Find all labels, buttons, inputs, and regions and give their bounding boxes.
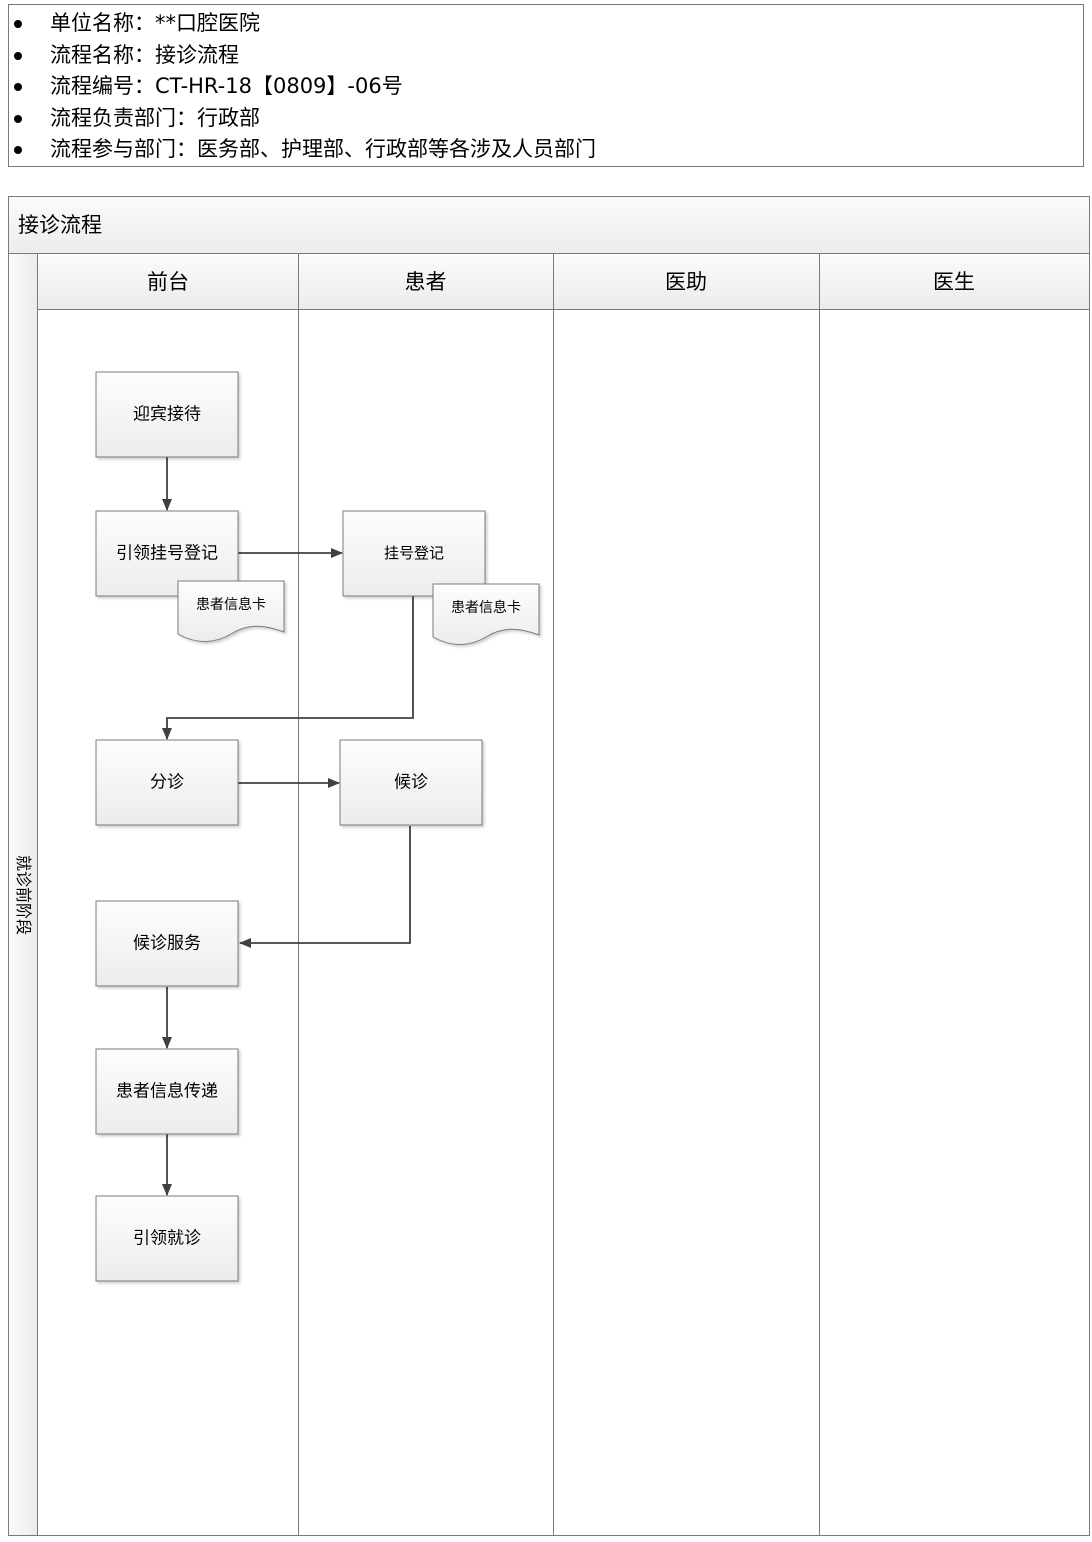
flow-arrow — [162, 596, 414, 740]
bullet-icon — [14, 83, 22, 92]
process-box-label: 迎宾接待 — [133, 405, 201, 425]
process-box-welcome: 迎宾接待 — [95, 371, 239, 458]
process-box-guide-visit: 引领就诊 — [95, 1195, 239, 1282]
document-patient-card-patient: 患者信息卡 — [432, 583, 540, 645]
info-unit-name: 单位名称：**口腔医院 — [9, 8, 596, 40]
process-box-label: 候诊服务 — [133, 934, 201, 954]
process-box-label: 患者信息传递 — [116, 1082, 218, 1102]
process-info-list: 单位名称：**口腔医院 流程名称：接诊流程 流程编号：CT-HR-18【0809… — [9, 8, 596, 166]
info-text: 单位名称：**口腔医院 — [50, 11, 260, 35]
swimlane-diagram: 接诊流程 就诊前阶段 前台 患者 医助 医生 — [8, 196, 1090, 1536]
process-box-triage: 分诊 — [95, 739, 239, 826]
lane-divider — [819, 254, 820, 1535]
document-label: 患者信息卡 — [451, 599, 521, 616]
lane-divider — [553, 254, 554, 1535]
process-box-label: 引领挂号登记 — [116, 544, 218, 564]
process-title-bar: 接诊流程 — [9, 197, 1089, 254]
process-box-wait-service: 候诊服务 — [95, 900, 239, 987]
bullet-icon — [14, 51, 22, 60]
lane-header-doctor: 医生 — [819, 254, 1089, 310]
bullet-icon — [14, 146, 22, 155]
info-text: 流程名称：接诊流程 — [50, 42, 239, 67]
process-title: 接诊流程 — [18, 213, 102, 237]
bullet-icon — [14, 114, 22, 123]
process-box-label: 分诊 — [150, 773, 184, 793]
lane-header-patient: 患者 — [298, 254, 553, 310]
process-box-info-transfer: 患者信息传递 — [95, 1048, 239, 1135]
process-box-label: 引领就诊 — [133, 1229, 201, 1249]
info-text: 流程编号：CT-HR-18【0809】-06号 — [50, 74, 403, 99]
info-responsible-dept: 流程负责部门：行政部 — [9, 103, 596, 135]
process-box-wait: 候诊 — [339, 739, 483, 826]
info-participating-depts: 流程参与部门：医务部、护理部、行政部等各涉及人员部门 — [9, 134, 596, 166]
document-label: 患者信息卡 — [196, 596, 266, 613]
process-info-box: 单位名称：**口腔医院 流程名称：接诊流程 流程编号：CT-HR-18【0809… — [8, 4, 1084, 167]
document-patient-card-front-desk: 患者信息卡 — [177, 580, 285, 642]
process-box-register: 挂号登记 — [342, 510, 486, 597]
lane-divider — [298, 254, 299, 1535]
info-process-name: 流程名称：接诊流程 — [9, 40, 596, 72]
phase-strip: 就诊前阶段 — [9, 254, 38, 1535]
process-box-label: 候诊 — [394, 773, 428, 793]
lane-header-assistant: 医助 — [553, 254, 819, 310]
flow-arrow — [239, 826, 411, 948]
bullet-icon — [14, 20, 22, 28]
lane-header-front-desk: 前台 — [38, 254, 298, 310]
info-text: 流程负责部门：行政部 — [50, 105, 260, 130]
process-box-label: 挂号登记 — [384, 544, 444, 562]
info-process-code: 流程编号：CT-HR-18【0809】-06号 — [9, 71, 596, 103]
info-text: 流程参与部门：医务部、护理部、行政部等各涉及人员部门 — [50, 137, 596, 162]
